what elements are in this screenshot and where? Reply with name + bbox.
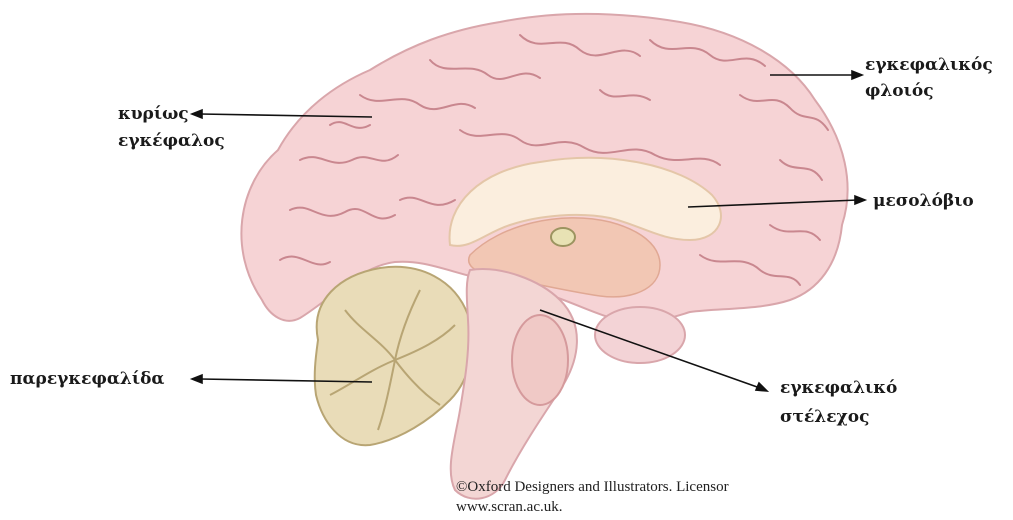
pineal-body (551, 228, 575, 246)
label-mesolobio: μεσολόβιο (873, 190, 974, 212)
label-floios-line2: φλοιός (865, 80, 934, 102)
pons (512, 315, 568, 405)
label-kyrios-line1: κυρίως (118, 103, 189, 125)
label-kyrios-line2: εγκέφαλος (118, 130, 225, 152)
label-floios-line1: εγκεφαλικός (865, 54, 993, 76)
credit-line1: ©Oxford Designers and Illustrators. Lice… (456, 478, 729, 496)
credit-line2: www.scran.ac.uk. (456, 498, 563, 516)
label-paregkefalida: παρεγκεφαλίδα (10, 368, 165, 390)
label-stelexos-line2: στέλεχος (780, 406, 869, 428)
label-stelexos-line1: εγκεφαλικό (780, 377, 897, 399)
cerebellum-shape (315, 267, 473, 445)
